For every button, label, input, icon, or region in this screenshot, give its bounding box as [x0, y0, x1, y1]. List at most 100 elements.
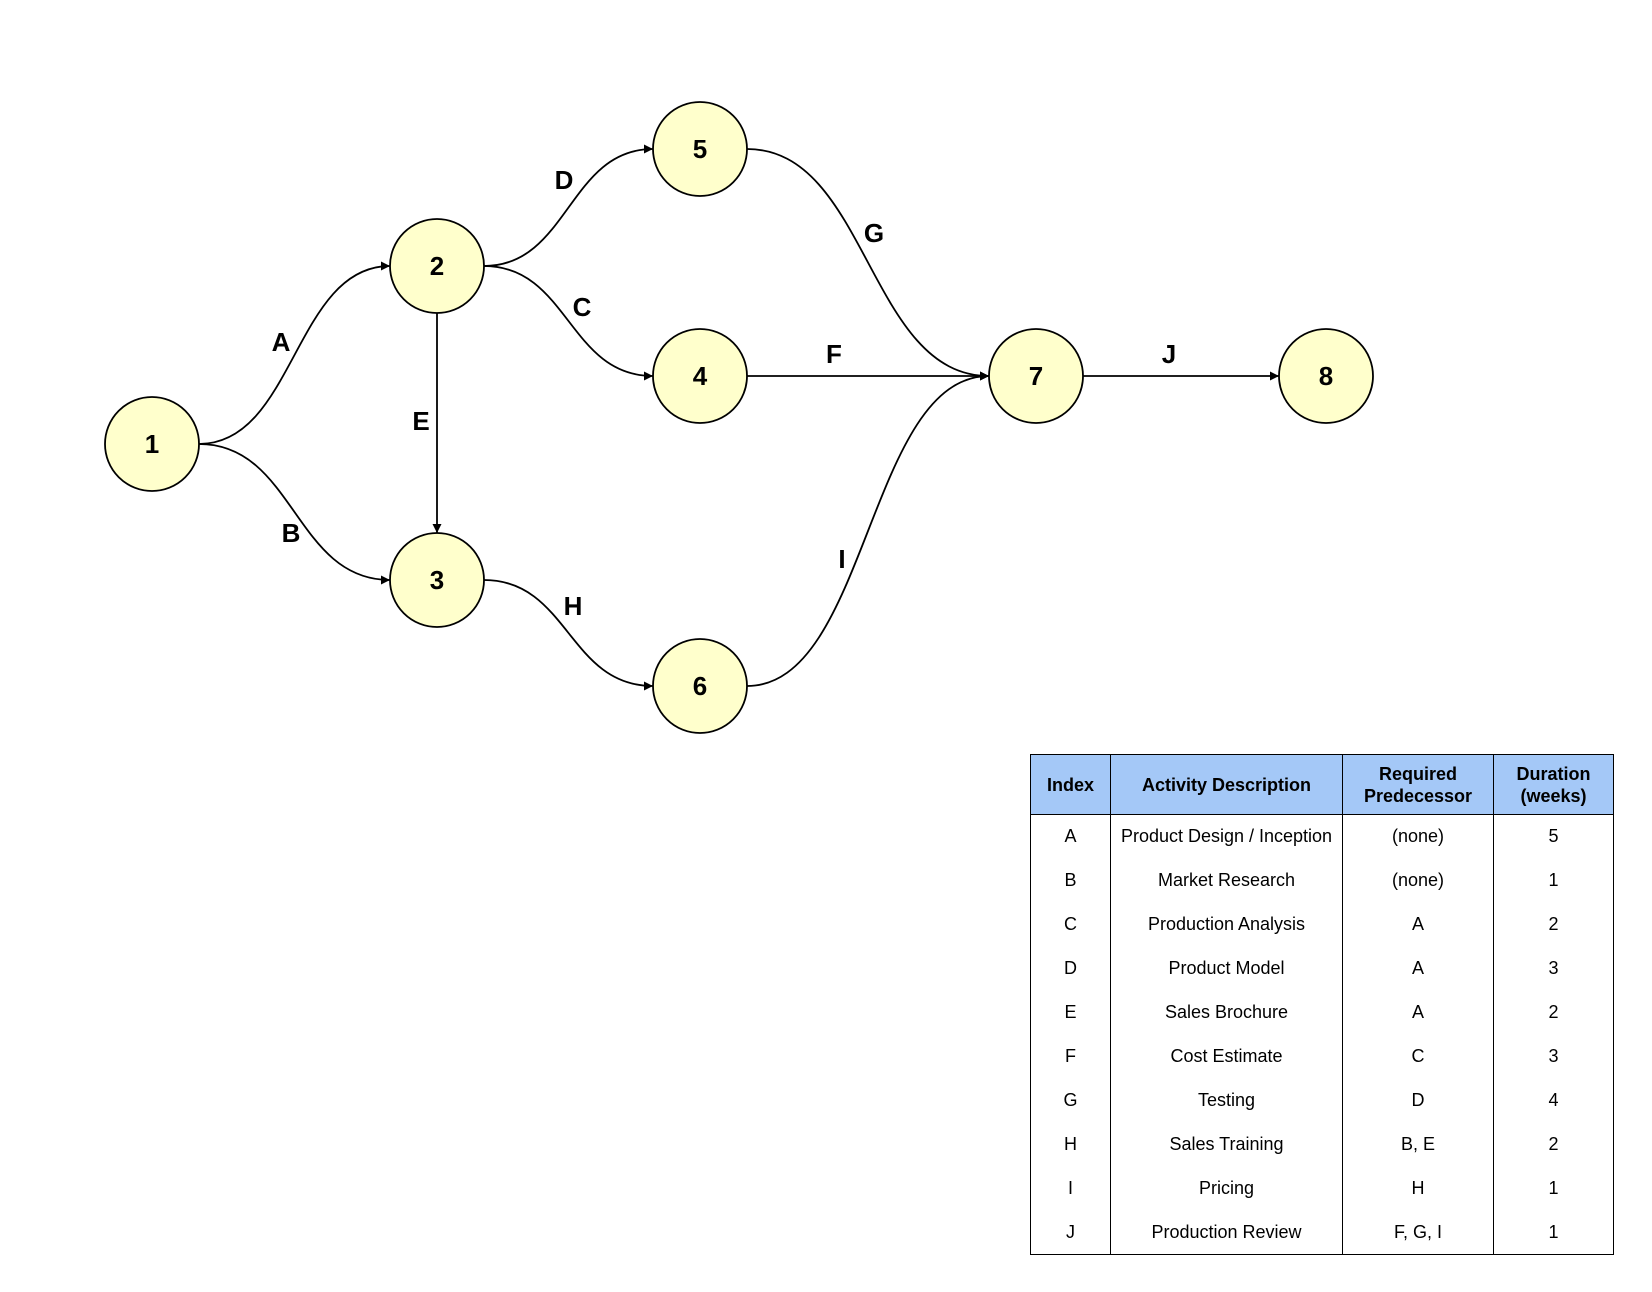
cell-duration: 3	[1493, 1034, 1614, 1079]
header-duration-line1: Duration	[1516, 763, 1591, 784]
node-circle	[389, 532, 485, 628]
cell-index: I	[1030, 1166, 1111, 1211]
node-label: 8	[1319, 361, 1333, 391]
edge-label-h: H	[564, 591, 583, 621]
node-label: 4	[693, 361, 708, 391]
header-predecessor-line1: Required	[1378, 763, 1457, 784]
cell-description: Cost Estimate	[1110, 1034, 1343, 1079]
edge-label-b: B	[282, 518, 301, 548]
cell-description: Pricing	[1110, 1166, 1343, 1211]
edge-label-e: E	[412, 406, 429, 436]
node-circle	[652, 101, 748, 197]
node-8: 8	[1278, 328, 1374, 424]
header-duration: Duration (weeks)	[1493, 754, 1614, 815]
cell-duration: 5	[1493, 814, 1614, 859]
node-circle	[389, 218, 485, 314]
node-1: 1	[104, 396, 200, 492]
node-7: 7	[988, 328, 1084, 424]
edge-b-arrow	[198, 443, 391, 585]
cell-description: Testing	[1110, 1078, 1343, 1123]
cell-predecessor: B, E	[1342, 1122, 1494, 1167]
cell-predecessor: D	[1342, 1078, 1494, 1123]
node-label: 2	[430, 251, 444, 281]
cell-duration: 1	[1493, 858, 1614, 903]
activity-table: Index Activity Description Required Pred…	[1030, 754, 1614, 1255]
edge-label-g: G	[864, 218, 884, 248]
node-circle	[652, 328, 748, 424]
cell-predecessor: A	[1342, 902, 1494, 947]
cell-duration: 3	[1493, 946, 1614, 991]
edge-d-arrow	[483, 144, 654, 267]
edge-label-i: I	[838, 544, 845, 574]
cell-description: Sales Brochure	[1110, 990, 1343, 1035]
edge-label-a: A	[272, 327, 291, 357]
cell-index: E	[1030, 990, 1111, 1035]
cell-duration: 1	[1493, 1210, 1614, 1255]
node-4: 4	[652, 328, 748, 424]
cell-duration: 4	[1493, 1078, 1614, 1123]
cell-predecessor: H	[1342, 1166, 1494, 1211]
node-label: 1	[145, 429, 159, 459]
cell-duration: 2	[1493, 990, 1614, 1035]
node-label: 5	[693, 134, 707, 164]
edge-i-arrow	[746, 371, 990, 687]
table-header-row: Index Activity Description Required Pred…	[1030, 754, 1614, 815]
node-label: 3	[430, 565, 444, 595]
edge-h-arrow	[483, 579, 654, 691]
cell-description: Product Model	[1110, 946, 1343, 991]
cell-index: F	[1030, 1034, 1111, 1079]
edge-label-f: F	[826, 339, 842, 369]
cell-description: Production Review	[1110, 1210, 1343, 1255]
header-index: Index	[1030, 754, 1111, 815]
node-2: 2	[389, 218, 485, 314]
cell-predecessor: F, G, I	[1342, 1210, 1494, 1255]
header-description: Activity Description	[1110, 754, 1343, 815]
node-circle	[652, 638, 748, 734]
cell-index: J	[1030, 1210, 1111, 1255]
node-5: 5	[652, 101, 748, 197]
cell-index: G	[1030, 1078, 1111, 1123]
edge-label-c: C	[573, 292, 592, 322]
cell-description: Production Analysis	[1110, 902, 1343, 947]
cell-index: B	[1030, 858, 1111, 903]
node-circle	[104, 396, 200, 492]
cell-duration: 2	[1493, 902, 1614, 947]
node-label: 6	[693, 671, 707, 701]
node-circle	[1278, 328, 1374, 424]
cell-index: C	[1030, 902, 1111, 947]
cell-index: D	[1030, 946, 1111, 991]
header-predecessor: Required Predecessor	[1342, 754, 1494, 815]
cell-predecessor: (none)	[1342, 858, 1494, 903]
cell-index: H	[1030, 1122, 1111, 1167]
cell-predecessor: C	[1342, 1034, 1494, 1079]
header-predecessor-line2: Predecessor	[1363, 785, 1473, 806]
cell-description: Sales Training	[1110, 1122, 1343, 1167]
node-3: 3	[389, 532, 485, 628]
cell-index: A	[1030, 814, 1111, 859]
cell-duration: 2	[1493, 1122, 1614, 1167]
edge-g-arrow	[746, 148, 990, 381]
edge-label-d: D	[555, 165, 574, 195]
edge-a-arrow	[198, 261, 391, 445]
node-label: 7	[1029, 361, 1043, 391]
header-duration-line2: (weeks)	[1520, 785, 1587, 806]
cell-duration: 1	[1493, 1166, 1614, 1211]
cell-predecessor: A	[1342, 990, 1494, 1035]
edge-label-j: J	[1162, 339, 1176, 369]
node-6: 6	[652, 638, 748, 734]
cell-description: Market Research	[1110, 858, 1343, 903]
cell-description: Product Design / Inception	[1110, 814, 1343, 859]
cell-predecessor: (none)	[1342, 814, 1494, 859]
node-circle	[988, 328, 1084, 424]
